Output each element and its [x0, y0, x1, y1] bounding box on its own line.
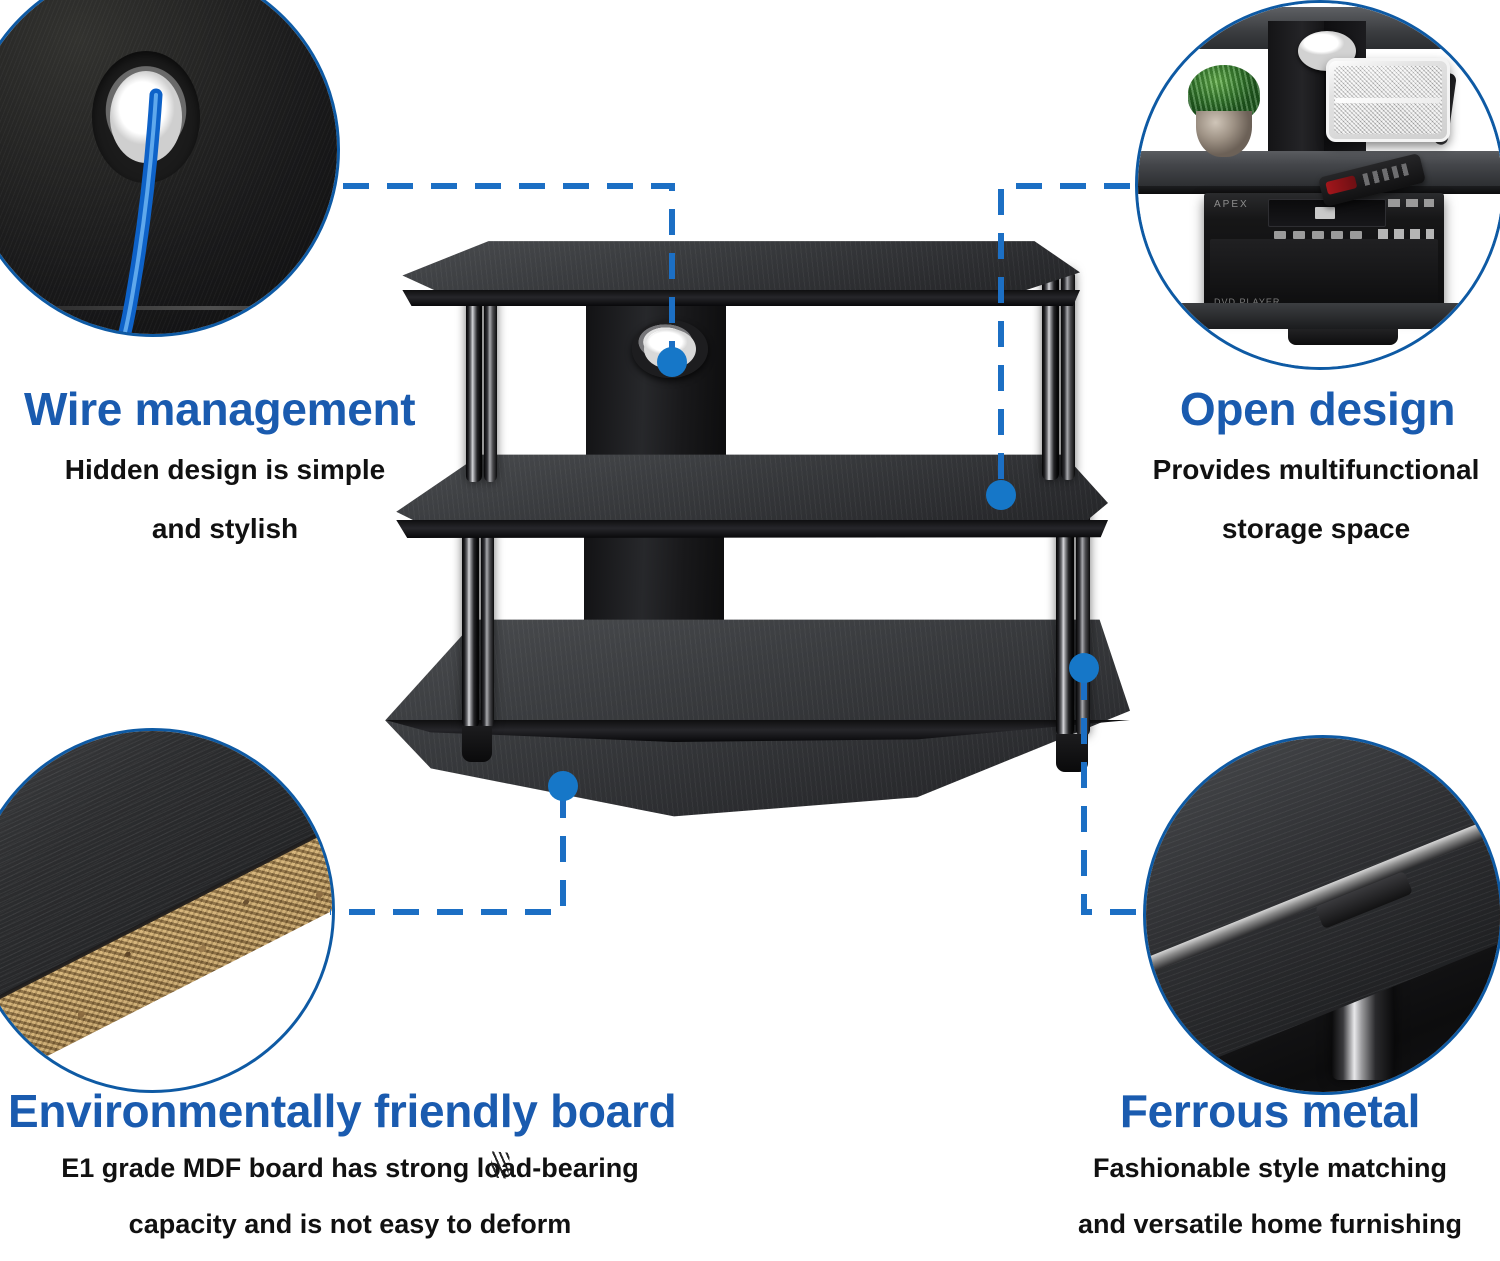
inset-ferrous-metal-photo [1146, 738, 1500, 1092]
inset-open-design-photo: APEX DVD PLAYER [1138, 3, 1500, 367]
feature-open-design-heading: Open design [1179, 383, 1456, 435]
image-scratch-artifact [490, 1151, 510, 1179]
shelf-middle [378, 448, 1108, 558]
scene-lower-board [1138, 303, 1500, 329]
scene-upper-board [1138, 151, 1500, 194]
foot-front-left [462, 726, 492, 762]
inset-mdf-board-photo [0, 731, 332, 1090]
inset-wire-management-photo [0, 0, 337, 334]
leg-front-left-lower-a [462, 520, 479, 728]
shelf-bottom [370, 610, 1130, 850]
feature-environmentally-friendly-board-heading: Environmentally friendly board [8, 1085, 677, 1137]
inset-ferrous-metal [1143, 735, 1500, 1095]
dvd-player: APEX DVD PLAYER [1204, 193, 1444, 313]
feature-ferrous-metal-body-line-2: and versatile home furnishing [1077, 1208, 1463, 1239]
feature-ferrous-metal-body-line-1: Fashionable style matching [1092, 1152, 1448, 1183]
portable-speaker [1326, 58, 1450, 142]
foot-front-right [1056, 734, 1088, 772]
feature-open-design-body-line-2: storage space [1221, 513, 1411, 545]
dvd-brand-label: APEX [1214, 199, 1249, 210]
inset-open-design: APEX DVD PLAYER [1135, 0, 1500, 370]
product-image-tv-stand [370, 220, 1130, 900]
cable-grommet-hole-icon [632, 320, 708, 378]
feature-wire-management-body-line-1: Hidden design is simple [64, 453, 386, 485]
feature-wire-management: Wire management Hidden design is simple … [10, 386, 440, 552]
feature-ferrous-metal: Ferrous metal Fashionable style matching… [1040, 1088, 1500, 1246]
feature-environmentally-friendly-board: Environmentally friendly board E1 grade … [0, 1088, 700, 1246]
feature-open-design-body-line-1: Provides multifunctional [1152, 453, 1480, 485]
dvd-button-row [1274, 231, 1362, 239]
shelf-top-edge [402, 290, 1080, 306]
shelf-middle-edge [396, 520, 1108, 538]
feature-ferrous-metal-heading: Ferrous metal [1119, 1085, 1421, 1137]
inset-wire-management [0, 0, 340, 337]
dvd-bottom-label: DVD PLAYER [1214, 297, 1281, 307]
potted-plant-pot [1196, 111, 1252, 157]
feature-environmentally-friendly-board-body-line-2: capacity and is not easy to deform [128, 1208, 572, 1239]
feature-open-design: Open design Provides multifunctional sto… [1145, 386, 1490, 552]
feature-wire-management-body-line-2: and stylish [151, 513, 299, 545]
leg-front-left-lower-b [481, 516, 494, 728]
scene-foot [1288, 329, 1398, 345]
shelf-top [380, 238, 1080, 316]
inset-mdf-board [0, 728, 335, 1093]
shelf-bottom-edge [385, 720, 1130, 742]
feature-environmentally-friendly-board-body-line-1: E1 grade MDF board has strong load-beari… [61, 1152, 639, 1183]
blue-wire [117, 88, 163, 334]
feature-wire-management-heading: Wire management [24, 383, 416, 435]
